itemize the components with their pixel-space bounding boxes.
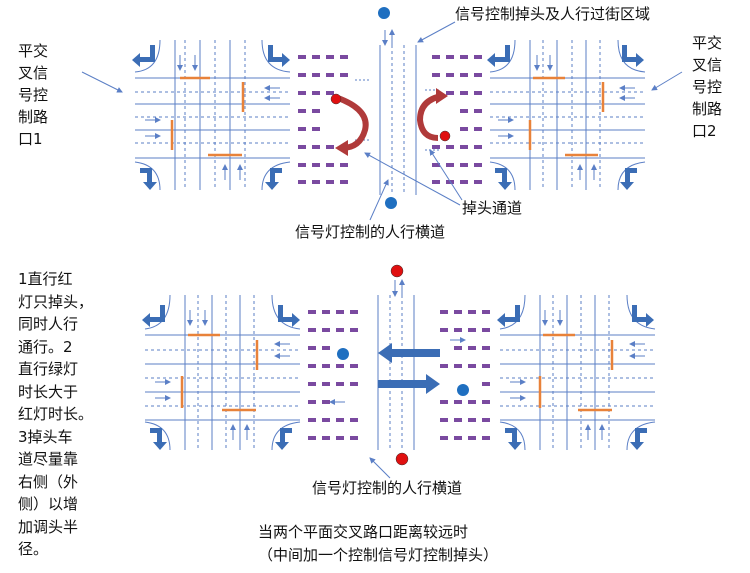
signal-red-right: [439, 130, 451, 142]
uturn-arrow-left: [336, 95, 369, 151]
signal-red-left: [330, 93, 342, 105]
uturn-zone-top: [355, 29, 440, 195]
label-junction-1: 平交 叉信 号控 制路 口1: [18, 42, 49, 148]
signal-blue-left-bottom: [337, 348, 349, 360]
top-diagram: [81, 7, 683, 221]
caption-line-2: （中间加一个控制信号灯控制掉头）: [258, 546, 499, 564]
caption-line-1: 当两个平面交叉路口距离较远时: [258, 523, 469, 541]
label-crosswalk-top: 信号灯控制的人行横道: [295, 223, 446, 241]
uturn-arrow-right: [416, 93, 443, 141]
uturn-arrow-left-head: [335, 140, 348, 156]
signal-blue-bottom-top: [385, 197, 397, 209]
label-top-region: 信号控制掉头及人行过街区域: [455, 5, 651, 23]
label-junction-2: 平交 叉信 号控 制路 口2: [692, 34, 723, 140]
notes: 1直行红 灯只掉头， 同时人行 通行。2 直行绿灯 时长大于 红灯时长。 3掉头…: [18, 270, 94, 558]
intersection-2-stop-bars: [528, 76, 605, 157]
uturn-arrow-right-head: [436, 88, 448, 104]
signal-red-top-bottom: [390, 264, 404, 278]
intersection-2: [489, 39, 646, 191]
intersection-2-turn-arrows: [487, 45, 644, 190]
crosswalk-left-top: [298, 55, 348, 184]
intersection-1-stop-bars: [170, 76, 245, 157]
signal-red-bottom-bottom: [395, 452, 409, 466]
label-crosswalk-bottom: 信号灯控制的人行横道: [312, 479, 463, 497]
signal-blue-top: [378, 7, 390, 19]
signal-blue-right-bottom: [457, 384, 469, 396]
label-uturn-lane: 掉头通道: [462, 199, 523, 217]
intersection-1-turn-arrows: [132, 45, 290, 190]
arrow-right-big: [378, 374, 440, 394]
arrow-left-big: [378, 343, 440, 363]
intersection-1: [134, 39, 291, 191]
bottom-diagram: [142, 264, 656, 479]
